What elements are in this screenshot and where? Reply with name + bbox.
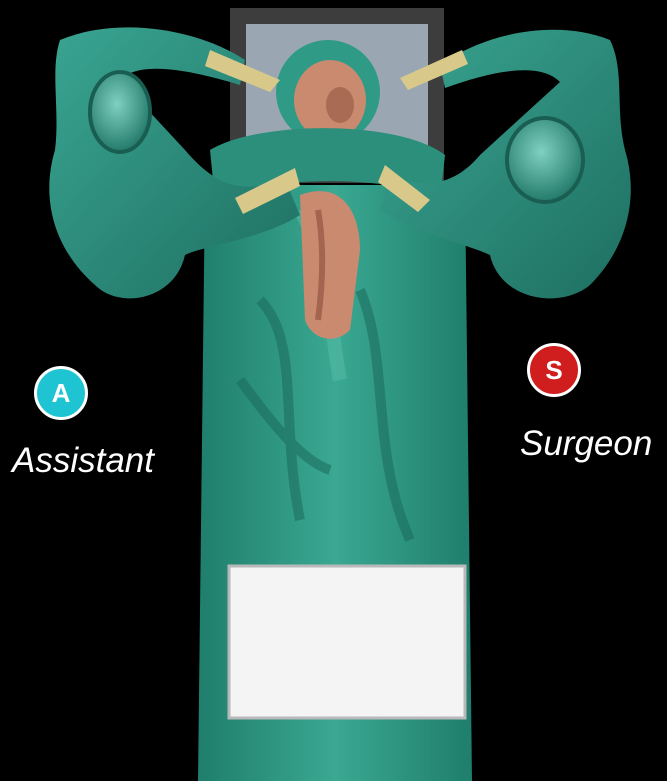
- assistant-label: Assistant: [12, 441, 154, 481]
- surgeon-badge: S: [527, 343, 581, 397]
- foot-pad: [229, 566, 465, 718]
- surgical-field: [300, 191, 360, 339]
- surgeon-badge-letter: S: [545, 355, 562, 386]
- assistant-badge-letter: A: [52, 378, 71, 409]
- assistant-badge: A: [34, 366, 88, 420]
- surgeon-label: Surgeon: [520, 424, 652, 464]
